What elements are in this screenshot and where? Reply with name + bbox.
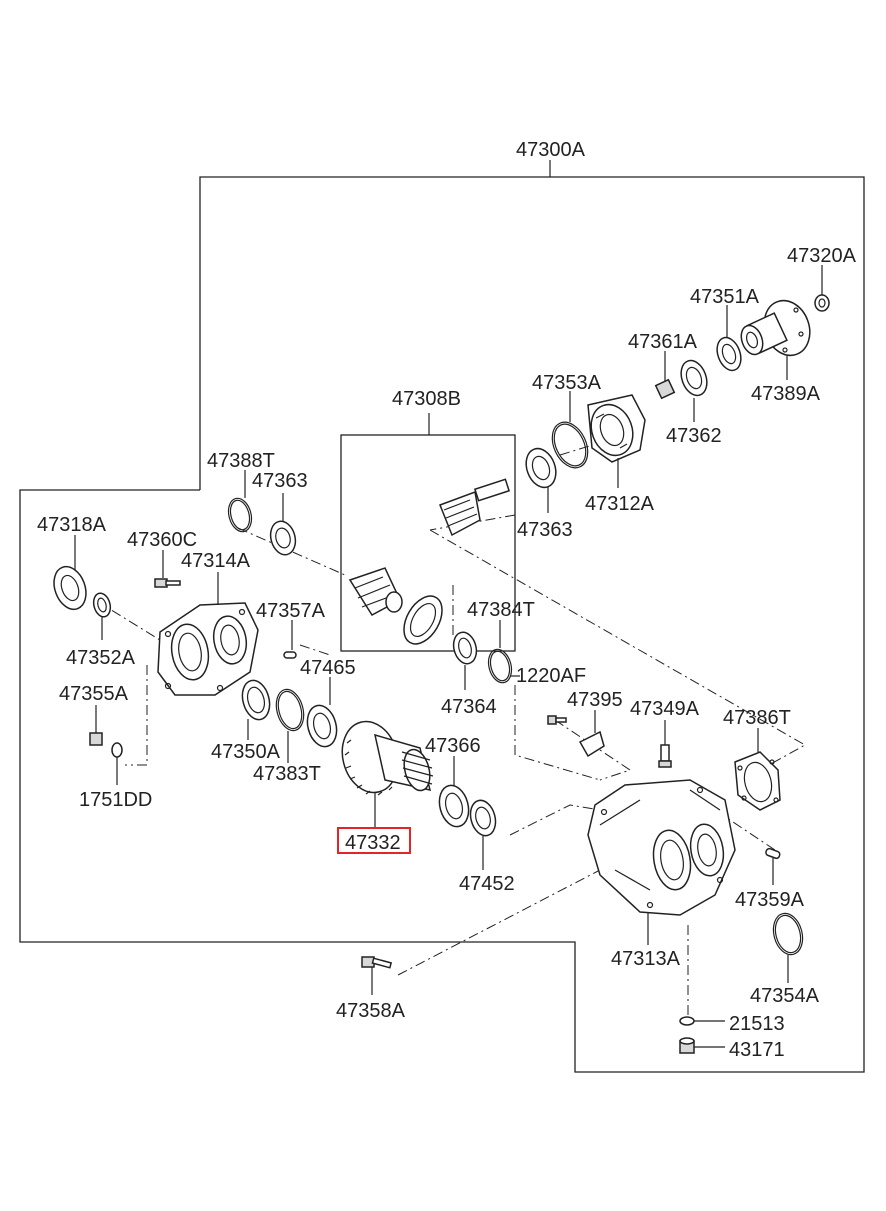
assembly-boundary-frame [19,176,865,1073]
label-47308B[interactable]: 47308B [392,388,461,410]
label-47313A[interactable]: 47313A [611,948,681,970]
bracket-47395-part[interactable] [578,730,605,758]
plug-47355A-part[interactable] [89,732,103,746]
snap-ring-47384T-part[interactable] [485,647,515,686]
label-47355A[interactable]: 47355A [59,683,129,705]
leader-lines [74,265,823,1048]
spacer-47361A-part[interactable] [654,378,676,400]
label-47359A[interactable]: 47359A [735,889,805,911]
label-47384T[interactable]: 47384T [467,599,535,621]
label-47465[interactable]: 47465 [300,657,356,679]
plug-43171-part[interactable] [679,1037,695,1054]
washer-1751DD-part[interactable] [111,742,123,758]
bearing-47363-lower-part[interactable] [267,518,299,557]
label-47361A[interactable]: 47361A [628,331,698,353]
nut-47320A-part[interactable] [814,294,830,312]
label-47357A[interactable]: 47357A [256,600,326,622]
label-1751DD[interactable]: 1751DD [79,789,152,811]
label-47352A[interactable]: 47352A [66,647,136,669]
label-47383T[interactable]: 47383T [253,763,321,785]
breather-47349A-part[interactable] [658,744,672,768]
bearing-47362-part[interactable] [677,357,712,399]
bolt-1220AF-part[interactable] [547,715,567,725]
pinion-subassembly-box [340,434,516,652]
bolt-47360C-part[interactable] [154,578,181,588]
front-case-47314A-part[interactable] [157,602,259,696]
oring-47353A-part[interactable] [545,416,594,473]
snap-ring-47383T-part[interactable] [272,686,308,733]
bearing-47364-part[interactable] [450,630,480,667]
label-1220AF[interactable]: 1220AF [516,665,586,687]
bolt-47358A-part[interactable] [361,956,393,969]
label-47349A[interactable]: 47349A [630,698,700,720]
label-47363-lower[interactable]: 47363 [517,519,573,541]
bearing-47366-part[interactable] [435,782,473,830]
washer-21513-part[interactable] [679,1016,695,1026]
label-47388T[interactable]: 47388T [207,450,275,472]
bearing-47363-upper-part[interactable] [521,444,561,491]
label-47360C[interactable]: 47360C [127,529,197,551]
label-47389A[interactable]: 47389A [751,383,821,405]
label-47350A[interactable]: 47350A [211,741,281,763]
label-47351A[interactable]: 47351A [690,286,760,308]
label-47320A[interactable]: 47320A [787,245,857,267]
label-47318A[interactable]: 47318A [37,514,107,536]
seal-47318A-part[interactable] [48,562,91,614]
label-47364[interactable]: 47364 [441,696,497,718]
part-labels: 47320A 47351A 47361A 47389A 47353A 47362… [37,245,857,1061]
dowel-pin-47359A-part[interactable] [765,847,781,860]
highlighted-part-box [337,827,411,854]
seal-47352A-part[interactable] [91,591,113,618]
seal-47351A-part[interactable] [713,334,745,373]
label-47366[interactable]: 47366 [425,735,481,757]
bearing-47465-part[interactable] [303,702,341,750]
pinion-gear-47308B-part[interactable] [348,478,511,650]
label-47362[interactable]: 47362 [666,425,722,447]
label-21513[interactable]: 21513 [729,1013,785,1035]
label-47353A[interactable]: 47353A [532,372,602,394]
assembly-label[interactable]: 47300A [516,139,586,161]
snap-ring-47388T-part[interactable] [225,496,255,535]
label-47386T[interactable]: 47386T [723,707,791,729]
flange-47389A-part[interactable] [737,294,817,362]
label-47358A[interactable]: 47358A [336,1000,406,1022]
label-47363-upper[interactable]: 47363 [252,470,308,492]
center-lines [94,434,807,1015]
label-43171[interactable]: 43171 [729,1039,785,1061]
gasket-47386T-part[interactable] [734,751,781,811]
label-47395[interactable]: 47395 [567,689,623,711]
dowel-pin-47357A-part[interactable] [283,651,297,659]
driven-sprocket-47332-part[interactable] [335,715,434,799]
label-47312A[interactable]: 47312A [585,493,655,515]
label-47332[interactable]: 47332 [345,832,401,854]
label-47354A[interactable]: 47354A [750,985,820,1007]
seal-47452-part[interactable] [467,798,499,839]
seal-47350A-part[interactable] [238,677,273,722]
label-47452[interactable]: 47452 [459,873,515,895]
retainer-47312A-part[interactable] [584,394,646,463]
oring-47354A-part[interactable] [769,910,807,958]
label-47314A[interactable]: 47314A [181,550,251,572]
rear-case-47313A-part[interactable] [587,779,736,916]
